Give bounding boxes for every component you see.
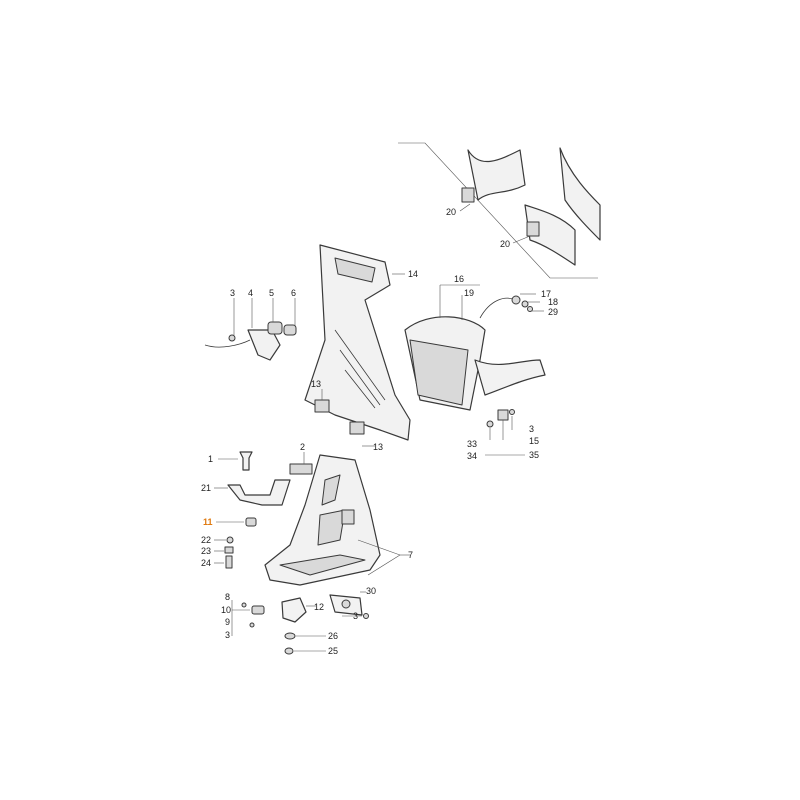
label-29: 29 — [548, 307, 558, 317]
cable-assembly — [204, 298, 297, 361]
label-12: 12 — [314, 602, 324, 612]
label-1: 1 — [208, 454, 213, 464]
label-4: 4 — [248, 288, 253, 298]
label-19: 19 — [464, 288, 474, 298]
label-14: 14 — [408, 269, 418, 279]
harness-inset — [398, 142, 601, 279]
label-15: 15 — [529, 436, 539, 446]
label-34: 34 — [467, 451, 477, 461]
label-3d: 3 — [353, 611, 358, 621]
label-18: 18 — [548, 297, 558, 307]
label-3c: 3 — [225, 630, 230, 640]
label-33: 33 — [467, 439, 477, 449]
label-5: 5 — [269, 288, 274, 298]
label-11: 11 — [203, 517, 213, 527]
label-35: 35 — [529, 450, 539, 460]
label-7: 7 — [408, 550, 413, 560]
label-26: 26 — [328, 631, 338, 641]
label-16: 16 — [454, 274, 464, 284]
label-24: 24 — [201, 558, 211, 568]
label-20a: 20 — [446, 207, 456, 217]
back-frame — [304, 244, 411, 447]
base-frame — [264, 454, 410, 586]
label-22: 22 — [201, 535, 211, 545]
hip-belt — [404, 284, 546, 456]
label-30: 30 — [366, 586, 376, 596]
label-20b: 20 — [500, 239, 510, 249]
label-3a: 3 — [230, 288, 235, 298]
label-3b: 3 — [529, 424, 534, 434]
label-13b: 13 — [373, 442, 383, 452]
label-8: 8 — [225, 592, 230, 602]
label-23: 23 — [201, 546, 211, 556]
label-25: 25 — [328, 646, 338, 656]
bracket-parts — [214, 451, 313, 569]
label-2: 2 — [300, 442, 305, 452]
label-17: 17 — [541, 289, 551, 299]
label-13a: 13 — [311, 379, 321, 389]
label-10: 10 — [221, 605, 231, 615]
label-21: 21 — [201, 483, 211, 493]
lower-small-parts — [231, 591, 369, 655]
label-6: 6 — [291, 288, 296, 298]
label-9: 9 — [225, 617, 230, 627]
